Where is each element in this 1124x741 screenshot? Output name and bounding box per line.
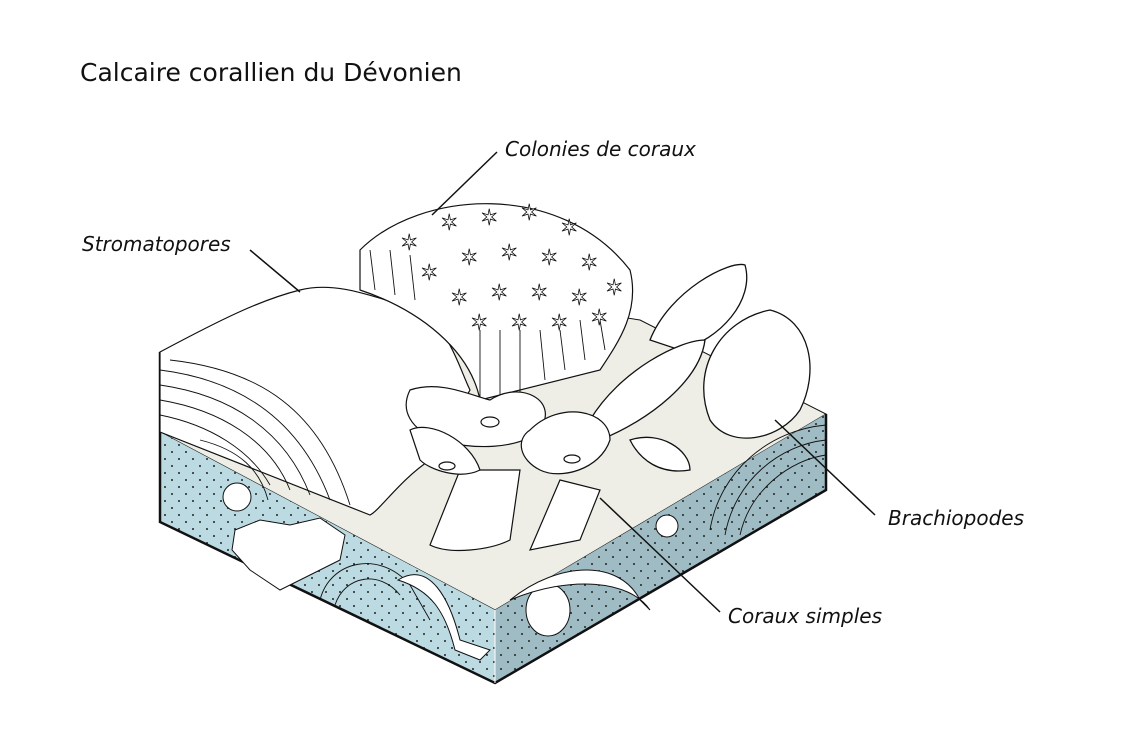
svg-text:✶: ✶ [480, 206, 498, 231]
svg-text:✶: ✶ [450, 286, 468, 311]
svg-text:✶: ✶ [420, 261, 438, 286]
stromatopore-layers [159, 359, 827, 621]
leader-coraux-simples [599, 497, 721, 613]
svg-text:✶: ✶ [550, 311, 568, 336]
svg-text:✶: ✶ [510, 311, 528, 336]
svg-text:✶: ✶ [440, 211, 458, 236]
leader-brachiopodes [774, 419, 876, 516]
label-coraux-simples: Coraux simples [728, 604, 882, 628]
svg-text:✶: ✶ [490, 281, 508, 306]
svg-text:✶: ✶ [470, 311, 488, 336]
svg-text:✶: ✶ [530, 281, 548, 306]
favosite-cells [231, 517, 346, 591]
coral-colony: ✶✶✶✶✶ ✶✶✶✶✶✶ ✶✶✶✶ ✶✶✶✶ [359, 201, 634, 401]
svg-text:✶: ✶ [540, 246, 558, 271]
svg-text:✶: ✶ [590, 306, 608, 331]
svg-text:✶: ✶ [520, 201, 538, 226]
diagram-title: Calcaire corallien du Dévonien [80, 58, 462, 87]
label-brachiopodes: Brachiopodes [888, 506, 1025, 530]
label-colonies: Colonies de coraux [505, 137, 696, 161]
simple-corals [405, 386, 611, 552]
svg-text:✶: ✶ [605, 276, 623, 301]
svg-text:✶: ✶ [580, 251, 598, 276]
svg-text:✶: ✶ [400, 231, 418, 256]
svg-text:✶: ✶ [500, 241, 518, 266]
label-stromatopores: Stromatopores [82, 232, 231, 256]
svg-text:✶: ✶ [570, 286, 588, 311]
svg-text:✶: ✶ [460, 246, 478, 271]
leader-stromatopores [249, 249, 301, 293]
svg-text:✶: ✶ [560, 216, 578, 241]
leader-colonies [431, 151, 498, 216]
brachiopods [589, 263, 811, 472]
